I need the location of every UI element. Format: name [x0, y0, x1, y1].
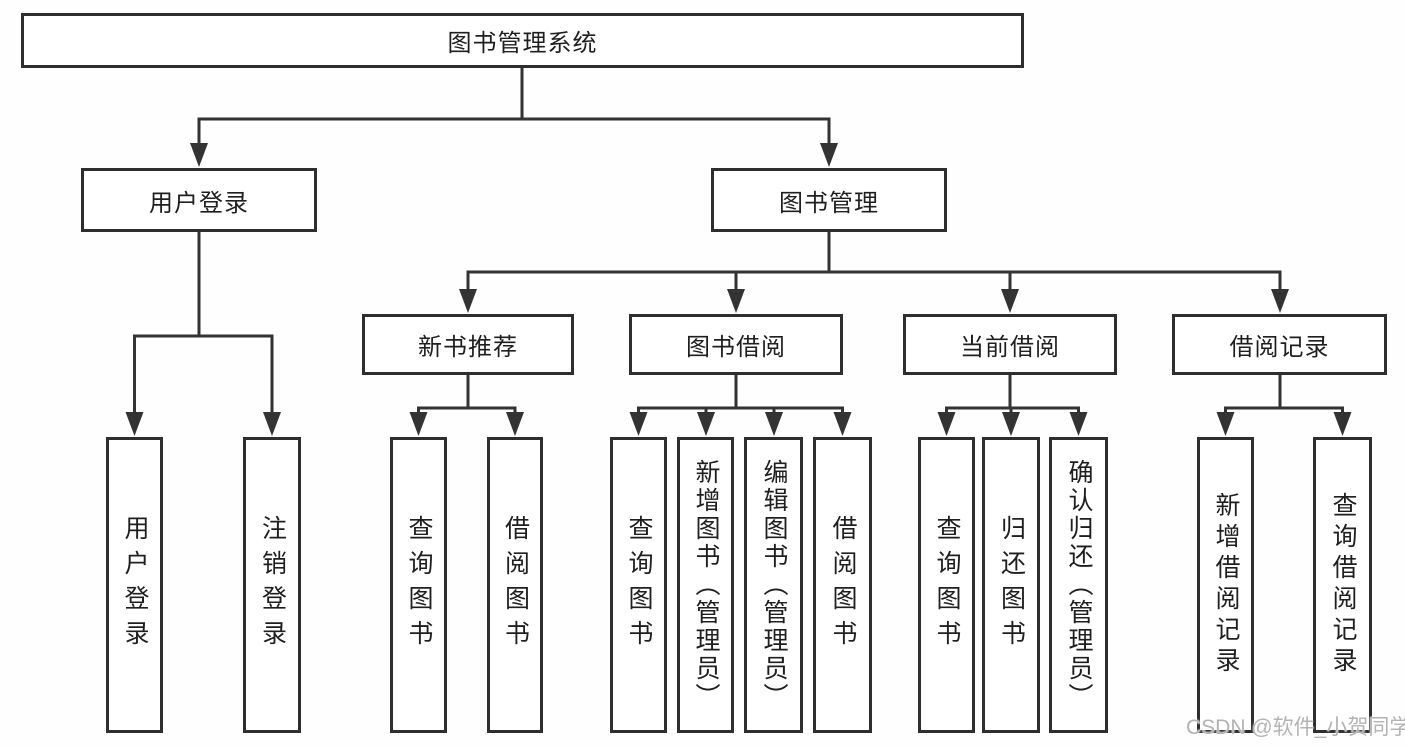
node-label: 查询图书 — [625, 515, 653, 655]
leaf-logout: 注销登录 — [243, 437, 301, 733]
node-user-login: 用户登录 — [81, 168, 317, 232]
node-label: 新增图书（管理员） — [692, 459, 720, 711]
node-label: 借阅记录 — [1229, 334, 1330, 361]
leaf-br-query-record: 查询借阅记录 — [1313, 437, 1372, 733]
node-label: 借阅图书 — [829, 515, 857, 655]
node-label: 新书推荐 — [418, 334, 518, 361]
node-label: 归还图书 — [997, 515, 1026, 655]
leaf-br-add-record: 新增借阅记录 — [1197, 437, 1254, 733]
leaf-rec-query-books: 查询图书 — [390, 437, 447, 733]
node-new-book-recommendation: 新书推荐 — [362, 314, 574, 375]
node-label: 确认归还（管理员） — [1065, 459, 1093, 711]
node-label: 图书管理系统 — [447, 30, 598, 57]
node-label: 图书管理 — [779, 189, 879, 217]
leaf-cb-confirm-return-admin: 确认归还（管理员） — [1049, 437, 1108, 733]
node-label: 新增借阅记录 — [1212, 492, 1240, 678]
leaf-bb-add-books-admin: 新增图书（管理员） — [677, 437, 734, 733]
node-current-borrowing: 当前借阅 — [903, 314, 1117, 375]
node-label: 当前借阅 — [960, 334, 1060, 361]
leaf-user-login: 用户登录 — [106, 437, 163, 733]
csdn-watermark: CSDN @软件_小贺同学 — [1186, 716, 1405, 739]
node-book-management: 图书管理 — [711, 168, 947, 232]
node-label: 编辑图书（管理员） — [760, 459, 788, 711]
node-label: 用户登录 — [149, 189, 249, 217]
node-label: 查询借阅记录 — [1329, 492, 1357, 678]
node-label: 图书借阅 — [686, 334, 786, 361]
node-library-management-system: 图书管理系统 — [21, 13, 1024, 68]
node-label: 注销登录 — [258, 515, 287, 655]
leaf-cb-return-books: 归还图书 — [982, 437, 1040, 733]
leaf-bb-borrow-books: 借阅图书 — [813, 437, 872, 733]
node-borrowing-records: 借阅记录 — [1172, 314, 1387, 375]
node-label: 用户登录 — [121, 515, 149, 655]
node-label: 查询图书 — [405, 515, 433, 655]
node-label: 查询图书 — [933, 515, 961, 655]
leaf-cb-query-books: 查询图书 — [918, 437, 975, 733]
node-book-borrowing: 图书借阅 — [629, 314, 843, 375]
leaf-rec-borrow-books: 借阅图书 — [487, 437, 543, 733]
leaf-bb-edit-books-admin: 编辑图书（管理员） — [744, 437, 803, 733]
node-label: 借阅图书 — [501, 515, 530, 655]
arrowheads — [125, 143, 1352, 436]
leaf-bb-query-books: 查询图书 — [610, 437, 667, 733]
